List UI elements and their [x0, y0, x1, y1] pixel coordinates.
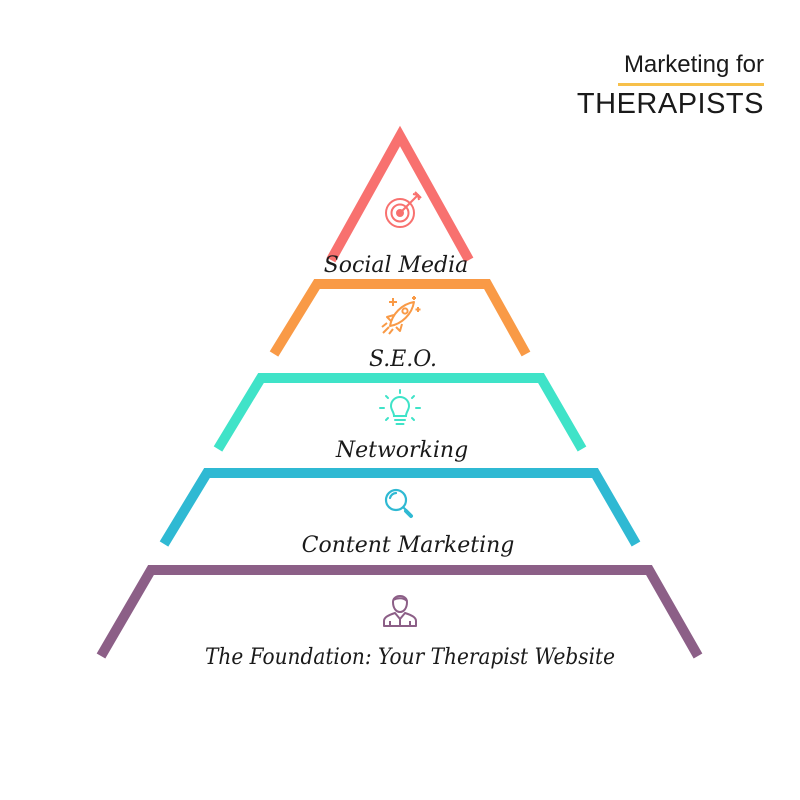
- brand-title: Marketing for THERAPISTS: [577, 50, 764, 122]
- tier-label-seo: S.E.O.: [369, 347, 437, 372]
- tier-label-social-media: Social Media: [324, 253, 469, 278]
- brand-title-line1: Marketing for: [623, 51, 764, 78]
- tier-foundation: The Foundation: Your Therapist Website: [96, 565, 703, 670]
- lightbulb-icon: [379, 389, 421, 425]
- tier-outline-networking: [213, 373, 587, 452]
- tier-outline-social-media: [326, 125, 474, 263]
- rocket-icon: [381, 296, 421, 335]
- tier-outline-foundation: [96, 565, 703, 659]
- person-icon: [383, 595, 417, 627]
- tier-outline-seo: [269, 279, 531, 357]
- tier-label-networking: Networking: [335, 438, 468, 463]
- tier-label-foundation: The Foundation: Your Therapist Website: [205, 645, 615, 670]
- brand-underline: [618, 83, 764, 86]
- tier-networking: Networking: [213, 373, 587, 463]
- tier-social-media: Social Media: [324, 125, 474, 278]
- brand-title-line2: THERAPISTS: [576, 88, 764, 120]
- tier-content-marketing: Content Marketing: [159, 468, 641, 558]
- tier-outline-content-marketing: [159, 468, 641, 547]
- tier-seo: S.E.O.: [269, 279, 531, 372]
- magnifier-icon: [384, 488, 413, 518]
- target-icon: [385, 191, 422, 228]
- tier-label-content-marketing: Content Marketing: [302, 533, 515, 558]
